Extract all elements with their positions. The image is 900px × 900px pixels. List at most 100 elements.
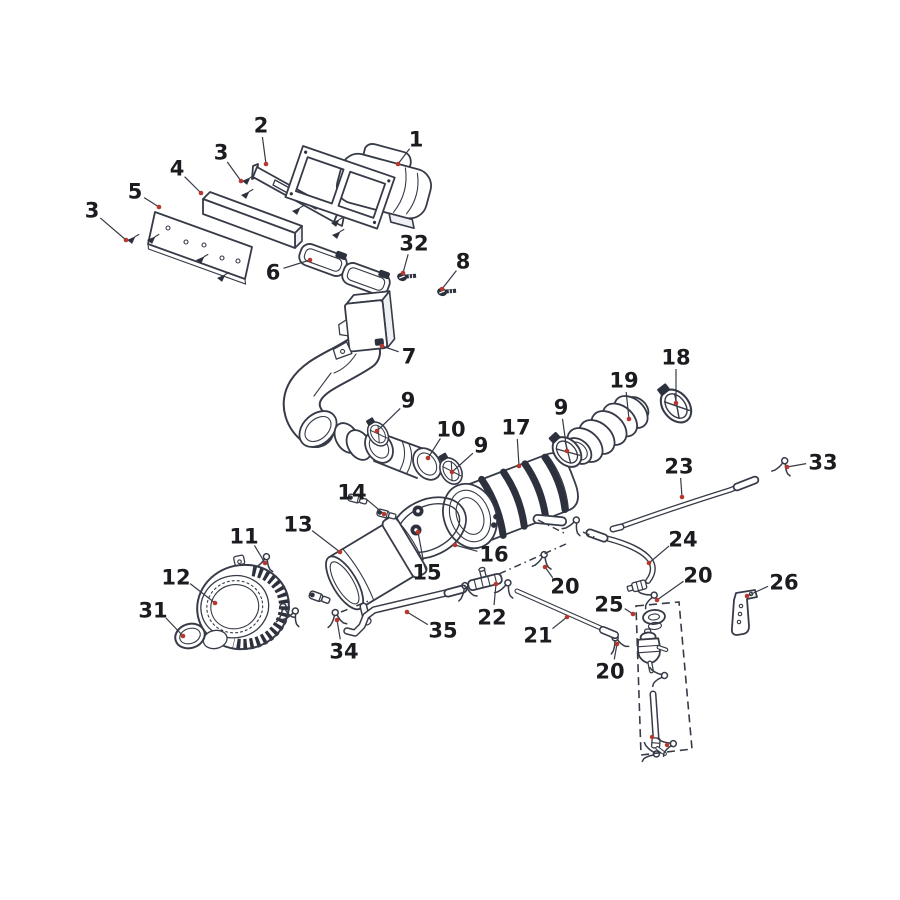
callout-label-9b: 9 <box>474 434 489 458</box>
leader-marker-25 <box>630 611 636 617</box>
leader-marker-11 <box>262 560 268 566</box>
leader-line-9b <box>451 452 474 473</box>
callout-label-9a: 9 <box>401 389 416 413</box>
leader-marker-20c <box>614 641 620 647</box>
part-7-intake-duct <box>282 290 396 448</box>
leader-line-31 <box>165 617 184 637</box>
leader-line-3a <box>226 161 242 182</box>
leader-line-35 <box>406 611 429 626</box>
leader-line-7 <box>381 345 399 353</box>
part-31-o-ring <box>174 622 206 650</box>
leader-marker-32 <box>400 270 406 276</box>
leader-line-4 <box>184 176 202 194</box>
callout-label-8: 8 <box>456 250 471 274</box>
leader-line-8 <box>441 270 457 290</box>
leader-marker-22 <box>493 581 499 587</box>
leader-line-2 <box>261 136 267 165</box>
part-23-fuel-line <box>609 475 760 533</box>
leader-marker-20b <box>654 597 660 603</box>
leader-line-22 <box>493 583 497 606</box>
leader-marker-6 <box>307 257 313 263</box>
callout-label-26: 26 <box>769 571 798 595</box>
callout-label-5: 5 <box>128 180 143 204</box>
callout-label-18: 18 <box>661 346 690 370</box>
part-32-bolt <box>394 268 419 287</box>
dashed-connectors <box>340 519 597 613</box>
leader-line-16 <box>454 544 478 552</box>
leader-marker-5 <box>156 204 162 210</box>
callout-label-19: 19 <box>609 369 638 393</box>
leader-marker-17 <box>516 463 522 469</box>
leader-marker-34 <box>334 617 340 623</box>
part-5-cover-plate <box>147 211 253 285</box>
leader-line-17 <box>516 438 520 467</box>
callout-label-16: 16 <box>479 543 508 567</box>
leader-marker-8 <box>439 286 445 292</box>
callout-label-4: 4 <box>170 157 185 181</box>
callout-label-21: 21 <box>523 624 552 648</box>
part-25-pump-assembly <box>635 601 693 765</box>
callout-label-20c: 20 <box>595 660 624 684</box>
leader-marker-16 <box>452 542 458 548</box>
leader-line-9c <box>561 418 568 452</box>
leader-line-23 <box>680 477 683 498</box>
callout-label-2: 2 <box>254 114 269 138</box>
leader-marker-9a <box>374 428 380 434</box>
leader-marker-19 <box>626 416 632 422</box>
leader-marker-31 <box>180 633 186 639</box>
callout-label-7: 7 <box>402 345 417 369</box>
part-26-bracket <box>730 589 758 636</box>
callout-label-9c: 9 <box>554 396 569 420</box>
leader-line-32 <box>402 254 409 274</box>
leader-line-19 <box>625 391 630 420</box>
leader-line-34 <box>336 619 341 640</box>
callout-label-20a: 20 <box>550 575 579 599</box>
extra-marker-0 <box>649 734 655 740</box>
callout-label-11: 11 <box>229 525 258 549</box>
part-1-intake-silencer <box>284 143 432 230</box>
leader-marker-2 <box>263 161 269 167</box>
callout-label-32: 32 <box>399 232 428 256</box>
leader-line-20b <box>656 580 684 601</box>
part-10-coupler-hose <box>333 422 442 481</box>
leader-line-26 <box>746 585 769 597</box>
leader-line-11 <box>253 545 266 564</box>
leader-marker-1 <box>395 161 401 167</box>
leader-marker-10 <box>425 455 431 461</box>
callout-label-12: 12 <box>161 566 190 590</box>
leader-line-15 <box>417 531 424 561</box>
leader-line-9a <box>376 408 401 432</box>
leader-line-12 <box>189 583 216 604</box>
leader-marker-4 <box>198 190 204 196</box>
leader-marker-12 <box>212 600 218 606</box>
leader-line-10 <box>427 438 441 459</box>
callout-label-31: 31 <box>138 599 167 623</box>
leader-line-3b <box>99 217 127 241</box>
callout-label-14: 14 <box>337 481 366 505</box>
leader-marker-26 <box>744 593 750 599</box>
part-17-air-filter-canister <box>442 452 579 550</box>
callout-label-33: 33 <box>808 451 837 475</box>
callout-label-6: 6 <box>266 261 281 285</box>
resonator-inlet-fitting <box>307 589 332 606</box>
leader-marker-35 <box>404 609 410 615</box>
leader-marker-21 <box>564 614 570 620</box>
leader-marker-20a <box>542 564 548 570</box>
leader-marker-33 <box>784 464 790 470</box>
leader-marker-3a <box>238 178 244 184</box>
leader-marker-15 <box>415 529 421 535</box>
callout-label-24: 24 <box>668 528 697 552</box>
leader-marker-14 <box>381 511 387 517</box>
part-21-fuel-tube <box>514 588 619 639</box>
leader-line-13 <box>311 530 341 553</box>
leader-line-5 <box>143 197 160 208</box>
leader-marker-23 <box>679 494 685 500</box>
extra-marker-1 <box>664 742 670 748</box>
part-35-formed-tube <box>343 584 468 637</box>
part-24-hose-assembly <box>585 528 656 593</box>
leader-marker-9b <box>449 469 455 475</box>
leader-marker-24 <box>646 560 652 566</box>
